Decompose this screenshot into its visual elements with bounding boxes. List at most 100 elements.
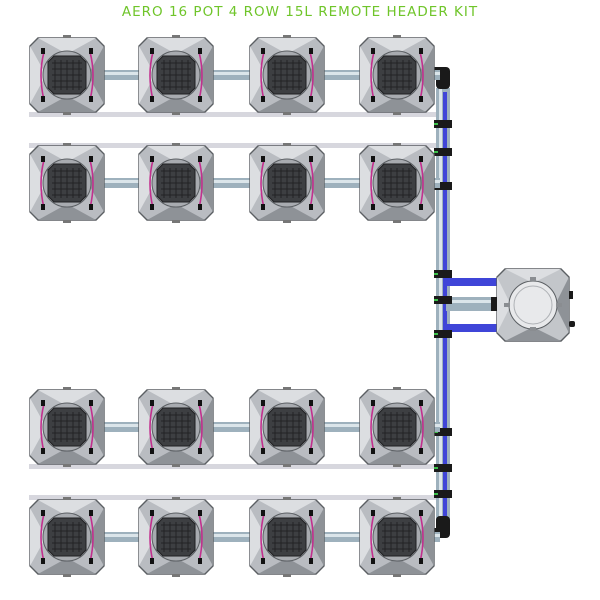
pot-lug	[172, 143, 180, 146]
pot-lug	[63, 35, 71, 38]
pot-lug	[283, 574, 291, 577]
pot-facet-top	[38, 38, 96, 54]
pot-lug	[393, 574, 401, 577]
pot-facet-bottom	[38, 558, 96, 574]
clip-stud-icon	[261, 156, 265, 162]
pot-lug	[283, 35, 291, 38]
clip-icon	[309, 513, 314, 563]
pot-facet-bottom	[38, 448, 96, 464]
clip-stud-icon	[371, 448, 375, 454]
clip-stud-icon	[150, 558, 154, 564]
clip-icon	[370, 159, 375, 209]
pot-facet-right	[197, 46, 213, 104]
tank-drain-icon	[569, 321, 575, 327]
clip-stud-icon	[309, 400, 313, 406]
clip-icon	[40, 159, 45, 209]
pot-icon	[249, 497, 325, 577]
manifold-connector-icon	[434, 148, 452, 156]
clip-icon	[260, 513, 265, 563]
tank-facet-bottom	[505, 327, 561, 341]
tray-rail	[29, 495, 439, 500]
pot-facet-right	[88, 508, 104, 566]
tray-rail	[29, 464, 439, 469]
clip-stud-icon	[41, 156, 45, 162]
basket-icon	[267, 55, 307, 95]
pot-facet-right	[308, 154, 324, 212]
manifold-connector-icon	[434, 330, 452, 338]
clip-stud-icon	[89, 204, 93, 210]
pot-icon	[29, 143, 105, 223]
pot-lug	[172, 464, 180, 467]
clip-icon	[260, 403, 265, 453]
clip-icon	[40, 403, 45, 453]
pot-facet-bottom	[258, 558, 316, 574]
pot-facet-left	[139, 398, 155, 456]
clip-stud-icon	[419, 558, 423, 564]
pot-facet-top	[368, 390, 426, 406]
tank-fitting-icon	[569, 291, 573, 299]
main-manifold-highlight	[439, 88, 442, 532]
clip-stud-icon	[261, 448, 265, 454]
clip-stud-icon	[419, 96, 423, 102]
clip-stud-icon	[419, 510, 423, 516]
tank-facet-top	[505, 269, 561, 283]
pot-icon	[359, 35, 435, 115]
clip-stud-icon	[89, 400, 93, 406]
pot-lug	[172, 220, 180, 223]
manifold-connector-icon	[434, 464, 452, 472]
pot-facet-top	[368, 38, 426, 54]
pot-facet-right	[308, 508, 324, 566]
clip-stud-icon	[371, 48, 375, 54]
tank-lid-tab	[556, 303, 562, 307]
clip-icon	[198, 403, 203, 453]
clip-stud-icon	[41, 448, 45, 454]
clip-stud-icon	[198, 48, 202, 54]
clip-stud-icon	[198, 558, 202, 564]
pot-facet-top	[147, 390, 205, 406]
clip-stud-icon	[150, 510, 154, 516]
clip-stud-icon	[261, 96, 265, 102]
pot-facet-right	[197, 398, 213, 456]
clip-icon	[260, 159, 265, 209]
clip-stud-icon	[198, 400, 202, 406]
clip-icon	[198, 513, 203, 563]
pot-facet-top	[368, 146, 426, 162]
clip-stud-icon	[371, 156, 375, 162]
clip-icon	[89, 403, 94, 453]
pot-icon	[359, 387, 435, 467]
pot-facet-left	[360, 398, 376, 456]
pot-lug	[393, 35, 401, 38]
pot-icon	[359, 143, 435, 223]
basket-icon	[267, 163, 307, 203]
pot-facet-right	[308, 398, 324, 456]
pot-facet-top	[258, 38, 316, 54]
basket-icon	[47, 407, 87, 447]
pot-facet-top	[147, 146, 205, 162]
clip-stud-icon	[309, 96, 313, 102]
basket-icon	[156, 55, 196, 95]
pot-facet-left	[360, 508, 376, 566]
clip-icon	[40, 51, 45, 101]
tray-rail	[29, 143, 439, 148]
pot-facet-left	[360, 154, 376, 212]
clip-stud-icon	[371, 558, 375, 564]
clip-stud-icon	[371, 400, 375, 406]
pot-facet-bottom	[38, 204, 96, 220]
pot-lug	[172, 35, 180, 38]
main-supply-line	[443, 92, 447, 530]
clip-icon	[370, 403, 375, 453]
pot-facet-right	[418, 154, 434, 212]
pot-icon	[249, 35, 325, 115]
pot-lug	[283, 497, 291, 500]
clip-stud-icon	[309, 510, 313, 516]
pot-lug	[172, 497, 180, 500]
clip-stud-icon	[41, 510, 45, 516]
pot-facet-top	[147, 500, 205, 516]
clip-icon	[419, 513, 424, 563]
clip-stud-icon	[150, 156, 154, 162]
tank-lid	[508, 280, 558, 330]
tank-supply-line-lower	[446, 324, 501, 332]
pot-facet-left	[139, 46, 155, 104]
clip-stud-icon	[89, 96, 93, 102]
